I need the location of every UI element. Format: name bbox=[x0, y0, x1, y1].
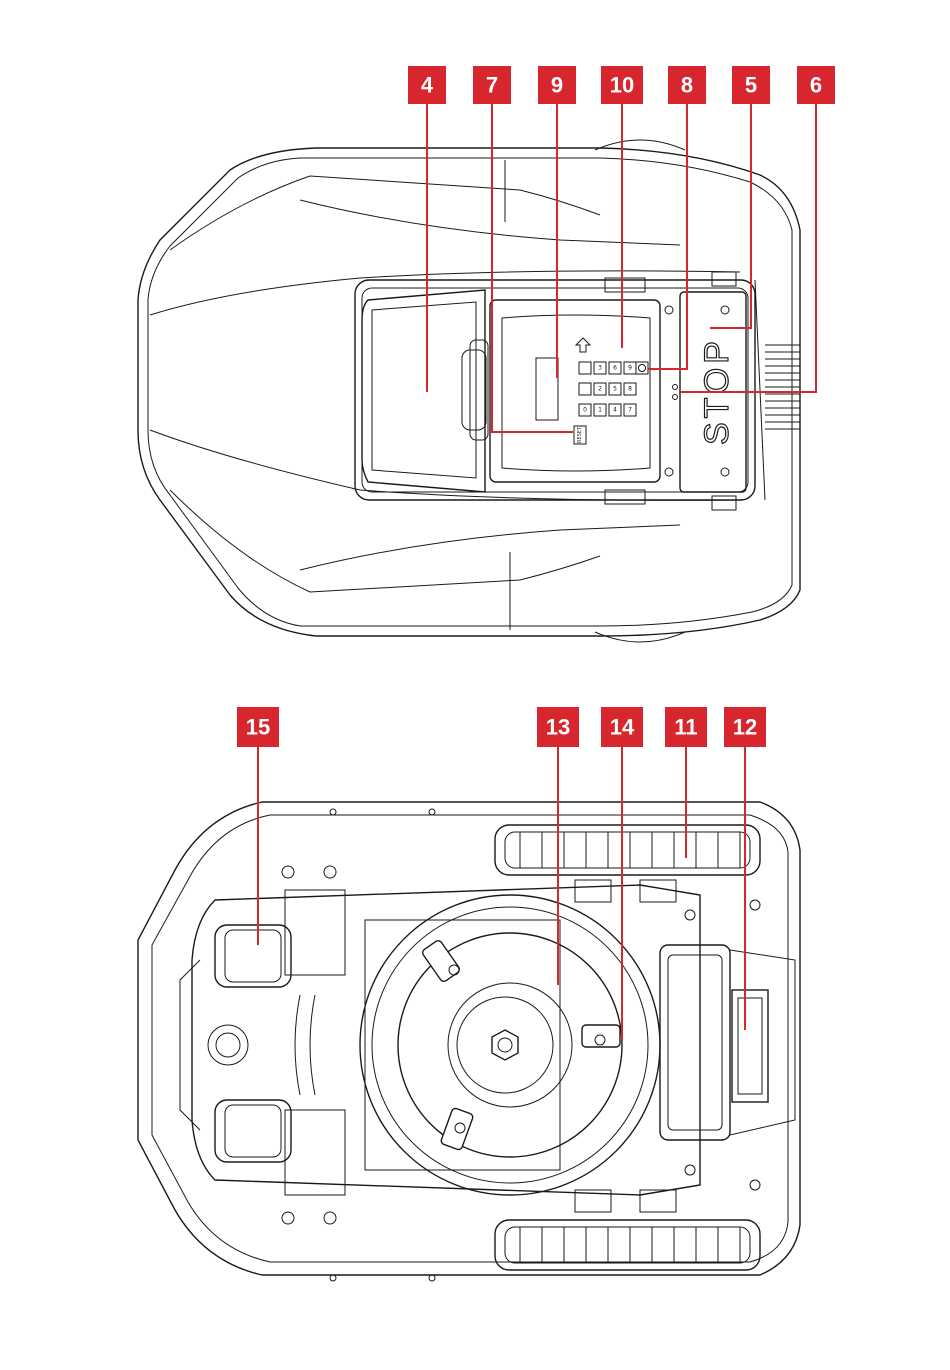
power-key bbox=[636, 362, 648, 374]
callout-8: 8 bbox=[668, 66, 706, 104]
keypad: 3 6 9 2 5 8 1 4 7 0 RESET bbox=[574, 362, 648, 444]
keypad-key: 9 bbox=[624, 362, 636, 374]
svg-text:3: 3 bbox=[598, 365, 602, 372]
svg-text:4: 4 bbox=[613, 407, 617, 414]
keypad-key: 5 bbox=[609, 383, 621, 395]
svg-text:15: 15 bbox=[246, 715, 270, 740]
keypad-key: 2 bbox=[594, 383, 606, 395]
mower-bottom-view bbox=[138, 802, 800, 1281]
keypad-key: 7 bbox=[624, 404, 636, 416]
svg-text:11: 11 bbox=[674, 715, 697, 740]
callout-11: 11 bbox=[665, 707, 707, 747]
svg-text:12: 12 bbox=[733, 715, 757, 740]
callout-12: 12 bbox=[724, 707, 766, 747]
keypad-key: 1 bbox=[594, 404, 606, 416]
keypad-key: 8 bbox=[624, 383, 636, 395]
leader-lines-bottom bbox=[258, 747, 745, 1040]
callout-15: 15 bbox=[237, 707, 279, 747]
svg-text:0: 0 bbox=[583, 407, 587, 414]
callout-4: 4 bbox=[408, 66, 446, 104]
reset-key: RESET bbox=[574, 426, 586, 444]
callout-6: 6 bbox=[797, 66, 835, 104]
callout-13: 13 bbox=[537, 707, 579, 747]
keypad-key: 0 bbox=[579, 404, 591, 416]
svg-text:4: 4 bbox=[421, 73, 434, 98]
svg-text:2: 2 bbox=[598, 386, 602, 393]
svg-text:RESET: RESET bbox=[577, 426, 583, 443]
svg-text:9: 9 bbox=[551, 73, 563, 98]
svg-text:7: 7 bbox=[486, 73, 498, 98]
svg-text:5: 5 bbox=[745, 73, 757, 98]
callout-7: 7 bbox=[473, 66, 511, 104]
keypad-key: 3 bbox=[594, 362, 606, 374]
svg-text:1: 1 bbox=[598, 407, 602, 414]
callout-14: 14 bbox=[601, 707, 643, 747]
svg-text:6: 6 bbox=[810, 73, 822, 98]
keypad-key: 6 bbox=[609, 362, 621, 374]
keypad-key-blank bbox=[579, 383, 591, 395]
svg-text:13: 13 bbox=[546, 715, 570, 740]
callout-9: 9 bbox=[538, 66, 576, 104]
svg-text:6: 6 bbox=[613, 365, 617, 372]
svg-text:8: 8 bbox=[628, 386, 632, 393]
callout-10: 10 bbox=[601, 66, 643, 104]
keypad-key-blank bbox=[579, 362, 591, 374]
keypad-key: 4 bbox=[609, 404, 621, 416]
rear-grille bbox=[765, 345, 800, 429]
callout-5: 5 bbox=[732, 66, 770, 104]
svg-text:5: 5 bbox=[613, 386, 617, 393]
svg-text:14: 14 bbox=[610, 715, 635, 740]
svg-text:7: 7 bbox=[628, 407, 632, 414]
svg-text:10: 10 bbox=[610, 73, 634, 98]
svg-text:8: 8 bbox=[681, 73, 693, 98]
svg-text:9: 9 bbox=[628, 365, 632, 372]
